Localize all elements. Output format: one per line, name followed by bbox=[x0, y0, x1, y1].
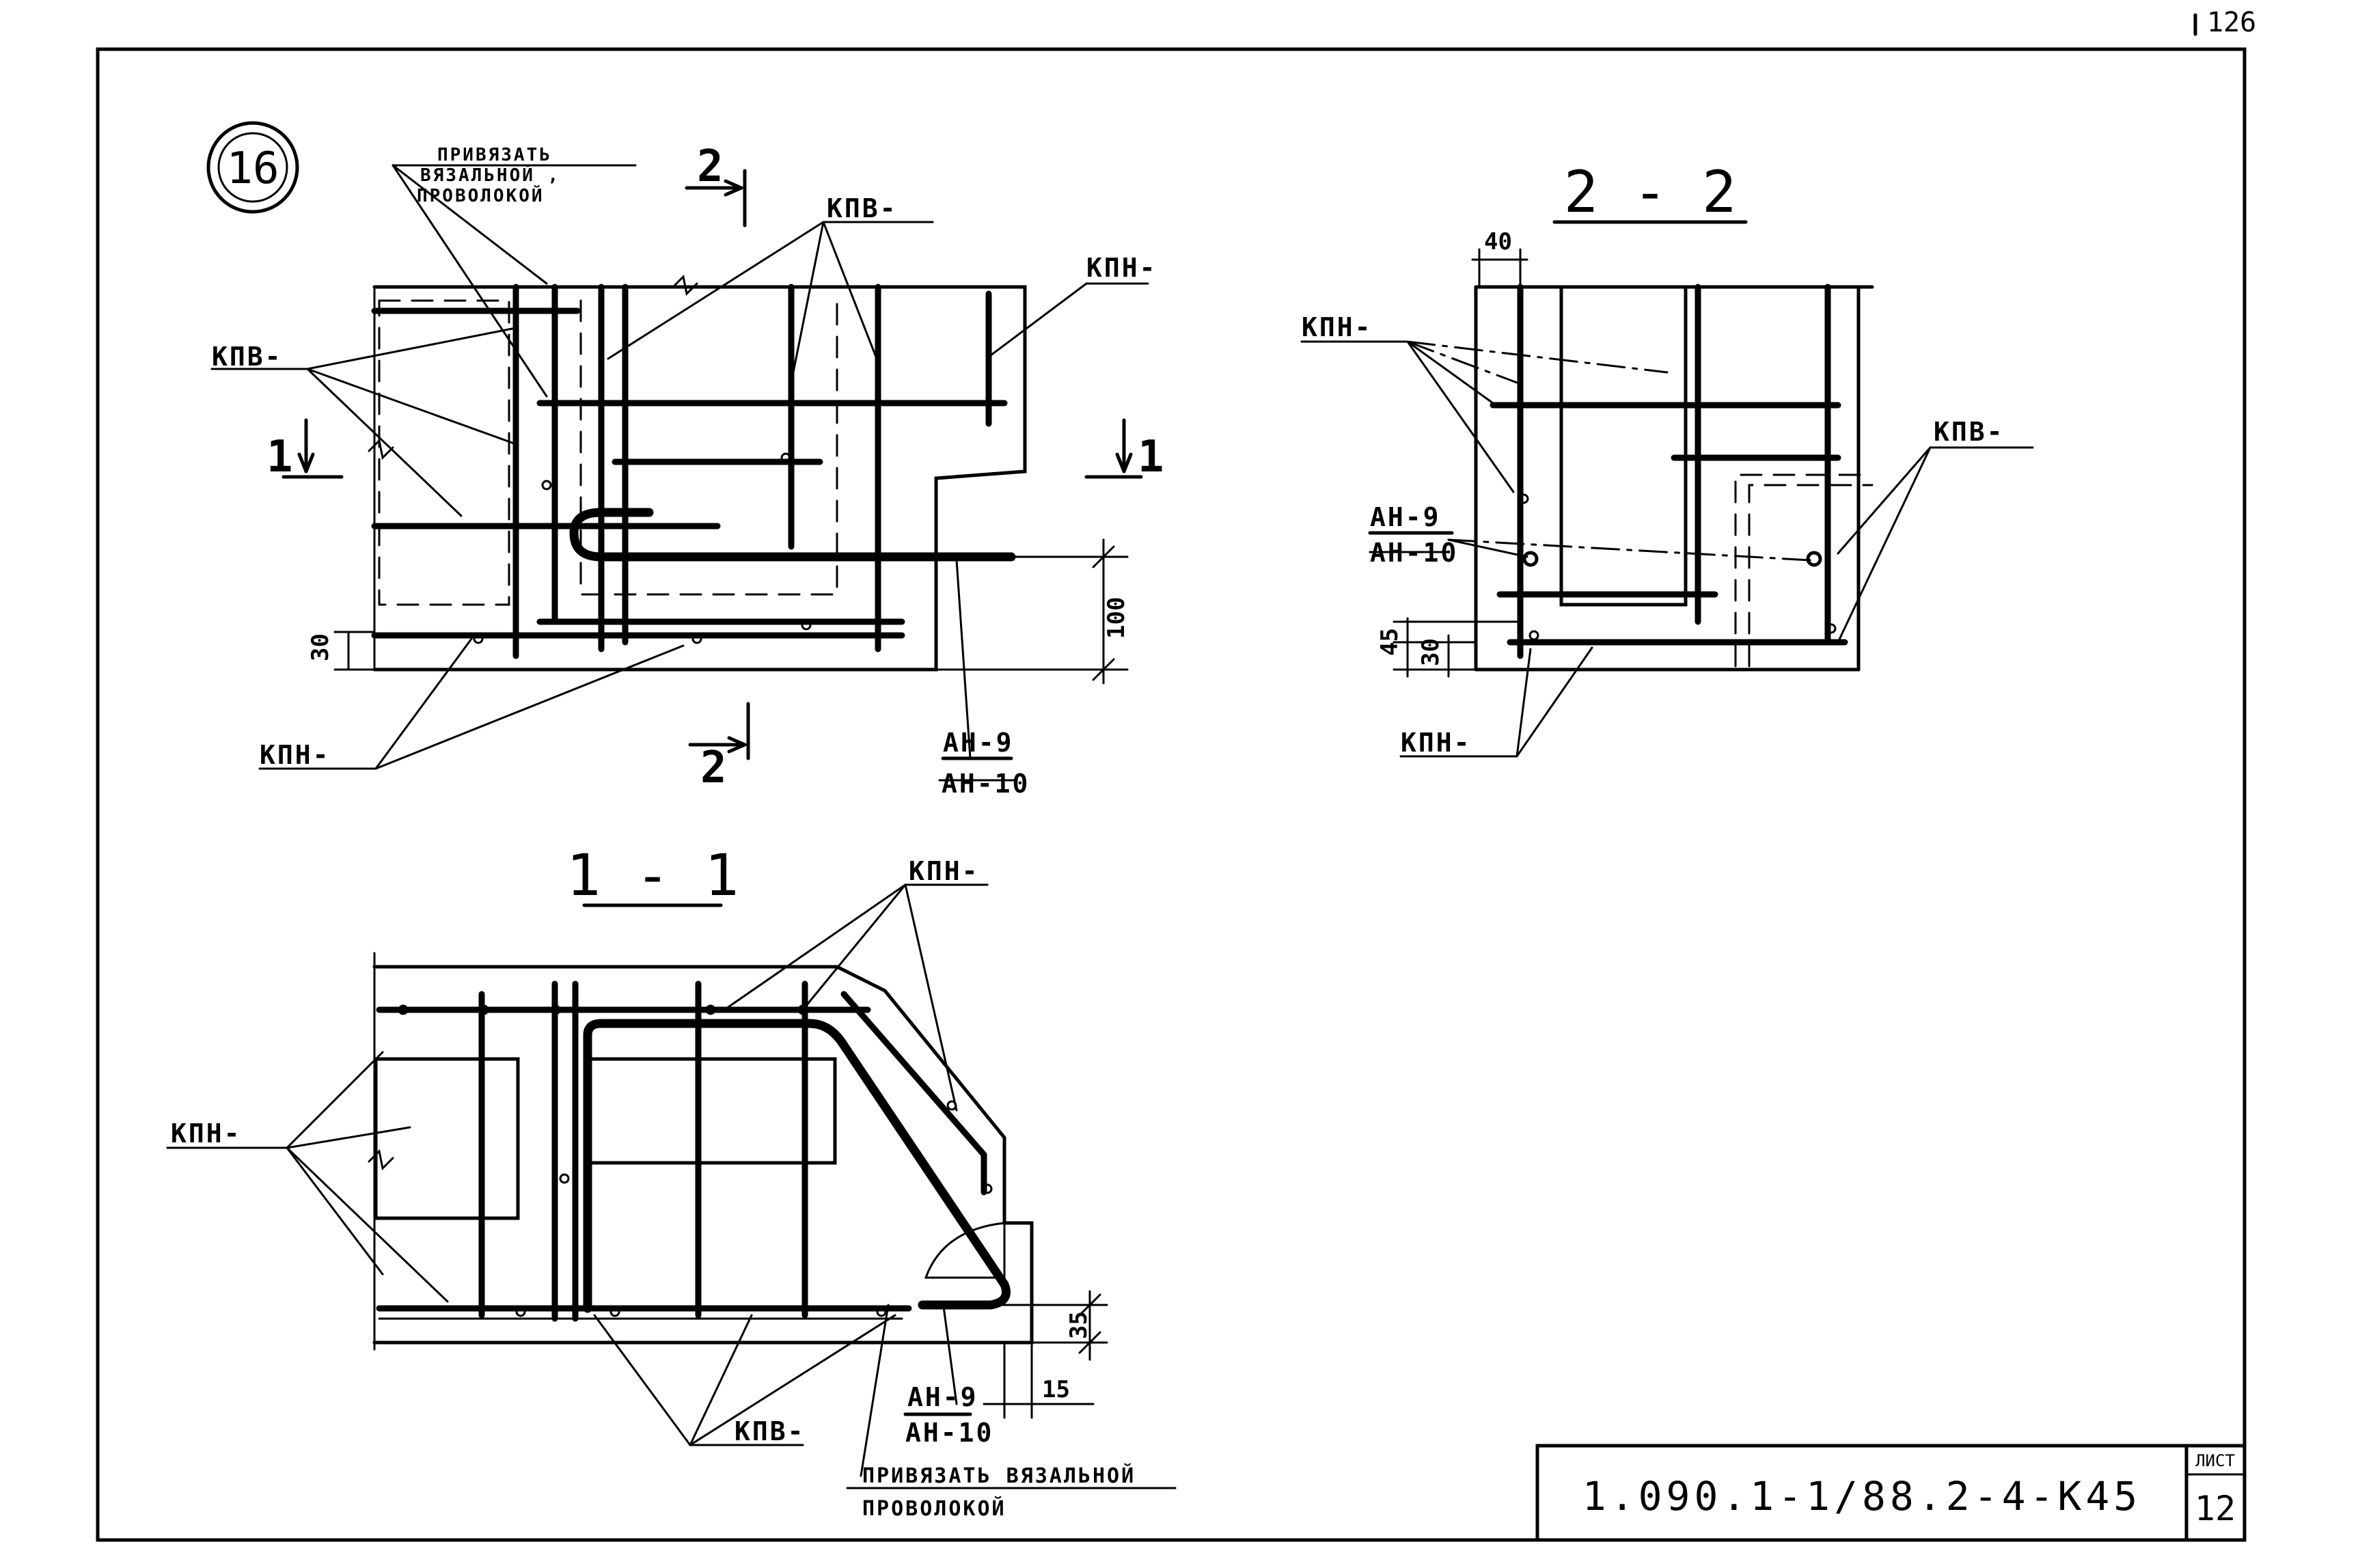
plan-label-an-10: АН-10 bbox=[942, 769, 1030, 799]
s11-dim-15: 15 bbox=[1042, 1376, 1070, 1403]
s11-label-kpn-left: КПН- bbox=[171, 1118, 242, 1149]
plan-label-kpv-left: КПВ- bbox=[212, 342, 283, 372]
s22-label-kpn-bottom: КПН- bbox=[1401, 728, 1472, 758]
s22-label-kpv: КПВ- bbox=[1934, 417, 2005, 447]
s22-label-kpn-top: КПН- bbox=[1302, 312, 1373, 342]
plan-cut2-bottom: 2 bbox=[700, 743, 727, 793]
s11-label-kpn-top: КПН- bbox=[909, 856, 980, 886]
plan-dim-100: 100 bbox=[1103, 597, 1130, 639]
title-block-code: 1.090.1-1/88.2-4-К45 bbox=[1582, 1473, 2141, 1519]
sheet-frame bbox=[96, 13, 2247, 1542]
plan-cut2-top: 2 bbox=[697, 141, 724, 192]
plan-note-line-3: ПРОВОЛОКОЙ bbox=[417, 184, 545, 206]
plan-dim-30: 30 bbox=[307, 633, 334, 661]
s22-dim-45: 45 bbox=[1376, 628, 1403, 656]
s22-dim-40: 40 bbox=[1484, 228, 1512, 256]
detail-number-marker: 16 bbox=[206, 121, 299, 214]
plan-cut1-right: 1 bbox=[1138, 432, 1164, 482]
plan-note-line-1: ПРИВЯЗАТЬ bbox=[437, 145, 552, 165]
s11-note: ПРИВЯЗАТЬ ВЯЗАЛЬНОЙ ПРОВОЛОКОЙ bbox=[862, 1463, 1149, 1521]
s11-dim-35: 35 bbox=[1065, 1311, 1093, 1339]
plan-label-an-9: АН-9 bbox=[943, 728, 1014, 758]
plan-label-kpn-top: КПН- bbox=[1086, 253, 1157, 283]
plan-cut1-left: 1 bbox=[266, 432, 293, 482]
s11-note-line-2: ПРОВОЛОКОЙ bbox=[862, 1496, 1006, 1521]
plan-note-line-2: ВЯЗАЛЬНОЙ , bbox=[420, 164, 560, 186]
title-block bbox=[1535, 1444, 2247, 1542]
section-2-2 bbox=[1300, 220, 2034, 758]
detail-number: 16 bbox=[226, 143, 279, 194]
s11-label-an-10: АН-10 bbox=[905, 1418, 993, 1448]
plan-note: ПРИВЯЗАТЬ ВЯЗАЛЬНОЙ , ПРОВОЛОКОЙ bbox=[417, 145, 573, 206]
plan-view bbox=[210, 164, 1149, 782]
plan-label-kpv-top: КПВ- bbox=[827, 193, 898, 223]
s11-label-an-9: АН-9 bbox=[907, 1382, 978, 1412]
s22-dim-30: 30 bbox=[1417, 638, 1444, 666]
title-block-sheet-label: ЛИСТ bbox=[2195, 1451, 2235, 1470]
s11-label-kpv: КПВ- bbox=[735, 1416, 806, 1446]
s22-label-an-9: АН-9 bbox=[1370, 502, 1441, 532]
title-block-sheet-number: 12 bbox=[2195, 1489, 2236, 1528]
s22-label-an-10: АН-10 bbox=[1370, 538, 1458, 568]
sheet-corner-number: 126 bbox=[2207, 7, 2256, 38]
section-1-1 bbox=[166, 883, 1177, 1489]
section-1-1-title: 1 - 1 bbox=[566, 842, 739, 909]
section-2-2-title: 2 - 2 bbox=[1564, 159, 1737, 225]
plan-label-kpn-bottom: КПН- bbox=[260, 740, 331, 770]
s11-note-line-1: ПРИВЯЗАТЬ ВЯЗАЛЬНОЙ bbox=[862, 1463, 1136, 1488]
